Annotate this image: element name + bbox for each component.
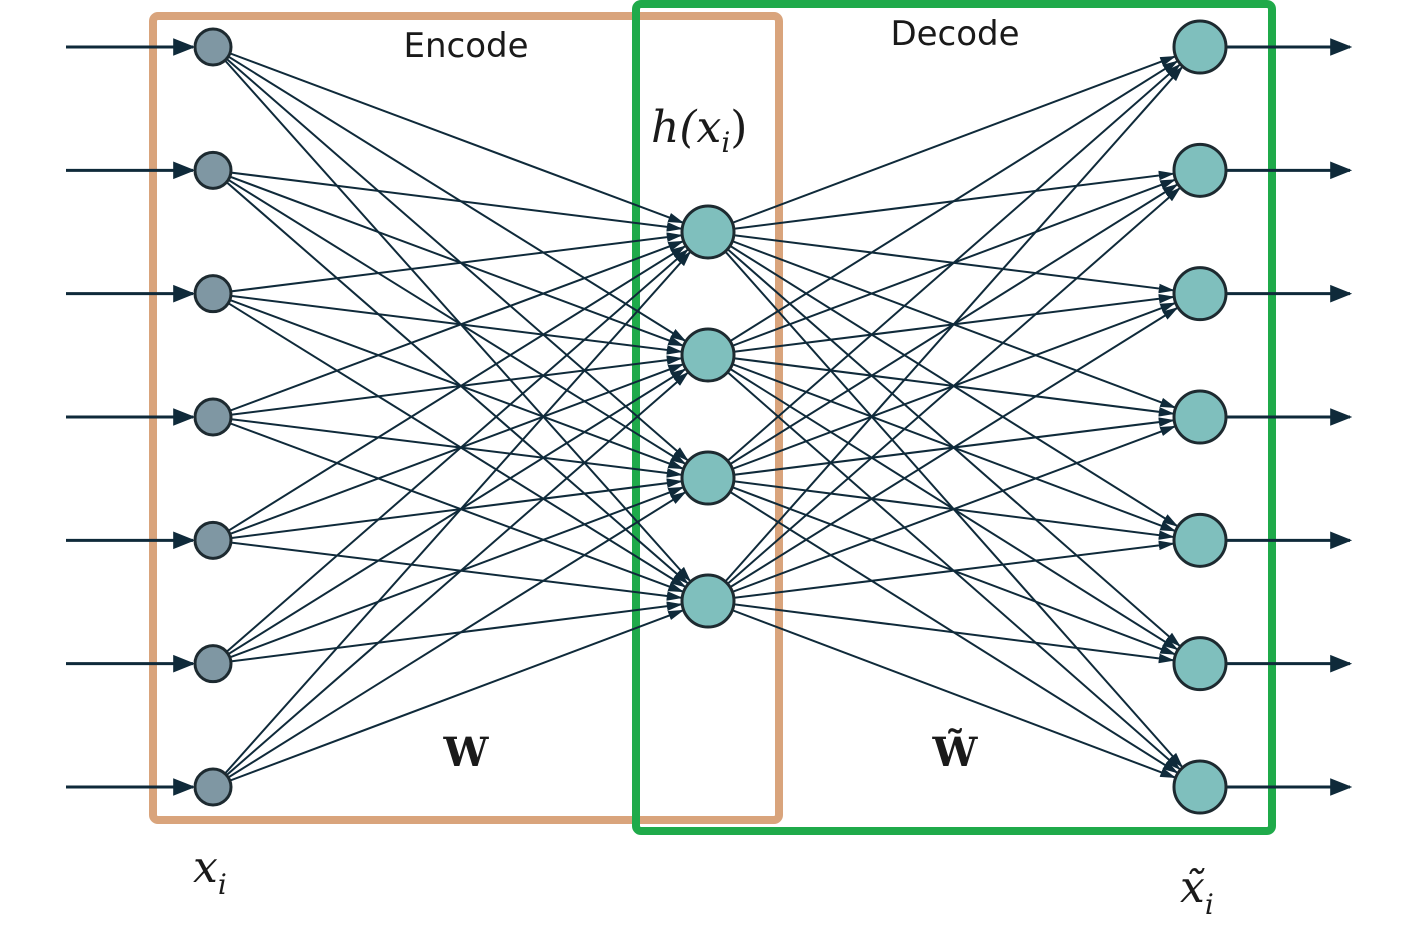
- encoder-edge: [212, 292, 683, 355]
- encoder-edge: [212, 368, 687, 665]
- input-node: [193, 644, 233, 684]
- output-node: [1172, 266, 1228, 322]
- output-node: [1172, 512, 1228, 568]
- decoder-edge: [707, 307, 1179, 602]
- decoder-edge: [707, 294, 1175, 356]
- encoder-edge: [212, 46, 687, 342]
- decoder-edge: [707, 231, 1181, 647]
- decoder-edge: [707, 63, 1181, 479]
- decoder-edge: [707, 302, 1177, 479]
- encoder-edge: [212, 609, 685, 788]
- decoder-edge: [707, 540, 1175, 602]
- encoder-edge: [212, 491, 687, 788]
- output-node: [1172, 19, 1228, 75]
- input-label-sub: i: [218, 868, 227, 901]
- hidden-node: [680, 573, 736, 629]
- encoder-edge: [212, 46, 685, 224]
- decoder-edge: [707, 354, 1181, 771]
- output-node: [1172, 142, 1228, 198]
- output-node: [1172, 636, 1228, 692]
- encoder-edge: [212, 240, 685, 418]
- decoder-edge: [707, 231, 1184, 768]
- output-label: x̃i: [1180, 862, 1214, 921]
- svg-text:xi: xi: [193, 842, 227, 901]
- decoder-edge: [707, 187, 1181, 602]
- decoder-edge: [707, 600, 1175, 664]
- hidden-node: [680, 327, 736, 383]
- encoder-edge: [212, 363, 685, 542]
- decoder-edge: [707, 600, 1177, 779]
- encoder-edge: [212, 169, 687, 465]
- decoder-edge: [707, 477, 1179, 774]
- encoder-edge: [212, 416, 685, 593]
- encoder-edge: [212, 478, 683, 542]
- encoder-weights-label: W: [443, 729, 490, 776]
- input-node: [193, 274, 233, 314]
- decoder-edge: [707, 354, 1177, 532]
- decoder-edge: [707, 231, 1177, 409]
- io-arrows-layer: [66, 38, 1353, 796]
- encoder-edge: [212, 416, 683, 478]
- hidden-node: [680, 204, 736, 260]
- encoder-edge: [212, 46, 692, 583]
- hidden-label-close: ): [730, 102, 747, 153]
- decoder-edge: [707, 417, 1175, 479]
- encoder-edge: [212, 250, 692, 788]
- encoder-edge: [212, 371, 689, 788]
- encode-label: Encode: [403, 26, 528, 66]
- input-node: [193, 520, 233, 560]
- input-node: [193, 150, 233, 190]
- encoder-edge: [212, 292, 687, 588]
- decoder-edge: [707, 170, 1175, 233]
- decoder-edge: [707, 55, 1177, 233]
- decoder-edge: [707, 477, 1177, 656]
- output-label-sub: i: [1205, 888, 1214, 921]
- encoder-edge: [212, 248, 689, 665]
- output-node: [1172, 389, 1228, 445]
- decoder-edge: [707, 178, 1177, 356]
- output-label-var: x̃: [1180, 862, 1205, 913]
- edges-layer: [212, 46, 1184, 788]
- encoder-edge: [212, 601, 683, 665]
- decoder-edge: [707, 231, 1179, 527]
- encoder-edge: [212, 355, 683, 418]
- decoder-edge: [707, 477, 1175, 540]
- hidden-label-main: h(x: [651, 102, 722, 153]
- hidden-representation-label: h(xi): [651, 102, 747, 159]
- encoder-edge: [212, 46, 689, 462]
- decoder-edge: [707, 354, 1179, 651]
- decoder-weights-label: W̃: [932, 729, 979, 776]
- decoder-edge: [707, 425, 1177, 602]
- hidden-node: [680, 450, 736, 506]
- encoder-edge: [212, 232, 683, 295]
- decoder-edge: [707, 183, 1179, 479]
- input-node: [193, 27, 233, 67]
- nodes-layer: [193, 19, 1228, 815]
- decoder-edge: [707, 354, 1175, 417]
- decoder-edge: [707, 60, 1179, 356]
- encoder-edge: [212, 169, 685, 347]
- decoder-edge: [707, 231, 1175, 294]
- encoder-edge: [212, 245, 687, 542]
- encoder-edge: [212, 169, 683, 232]
- input-node: [193, 397, 233, 437]
- encoder-edge: [212, 539, 683, 601]
- decoder-edge: [707, 65, 1184, 602]
- decode-label: Decode: [890, 14, 1019, 54]
- hidden-label-sub: i: [721, 126, 730, 159]
- svg-text:h(xi): h(xi): [651, 102, 747, 159]
- input-label: xi: [193, 842, 227, 901]
- input-label-var: x: [193, 842, 218, 893]
- encoder-edge: [212, 486, 685, 665]
- encoder-edge: [212, 292, 685, 470]
- svg-text:x̃i: x̃i: [1180, 862, 1214, 921]
- output-node: [1172, 759, 1228, 815]
- input-node: [193, 767, 233, 807]
